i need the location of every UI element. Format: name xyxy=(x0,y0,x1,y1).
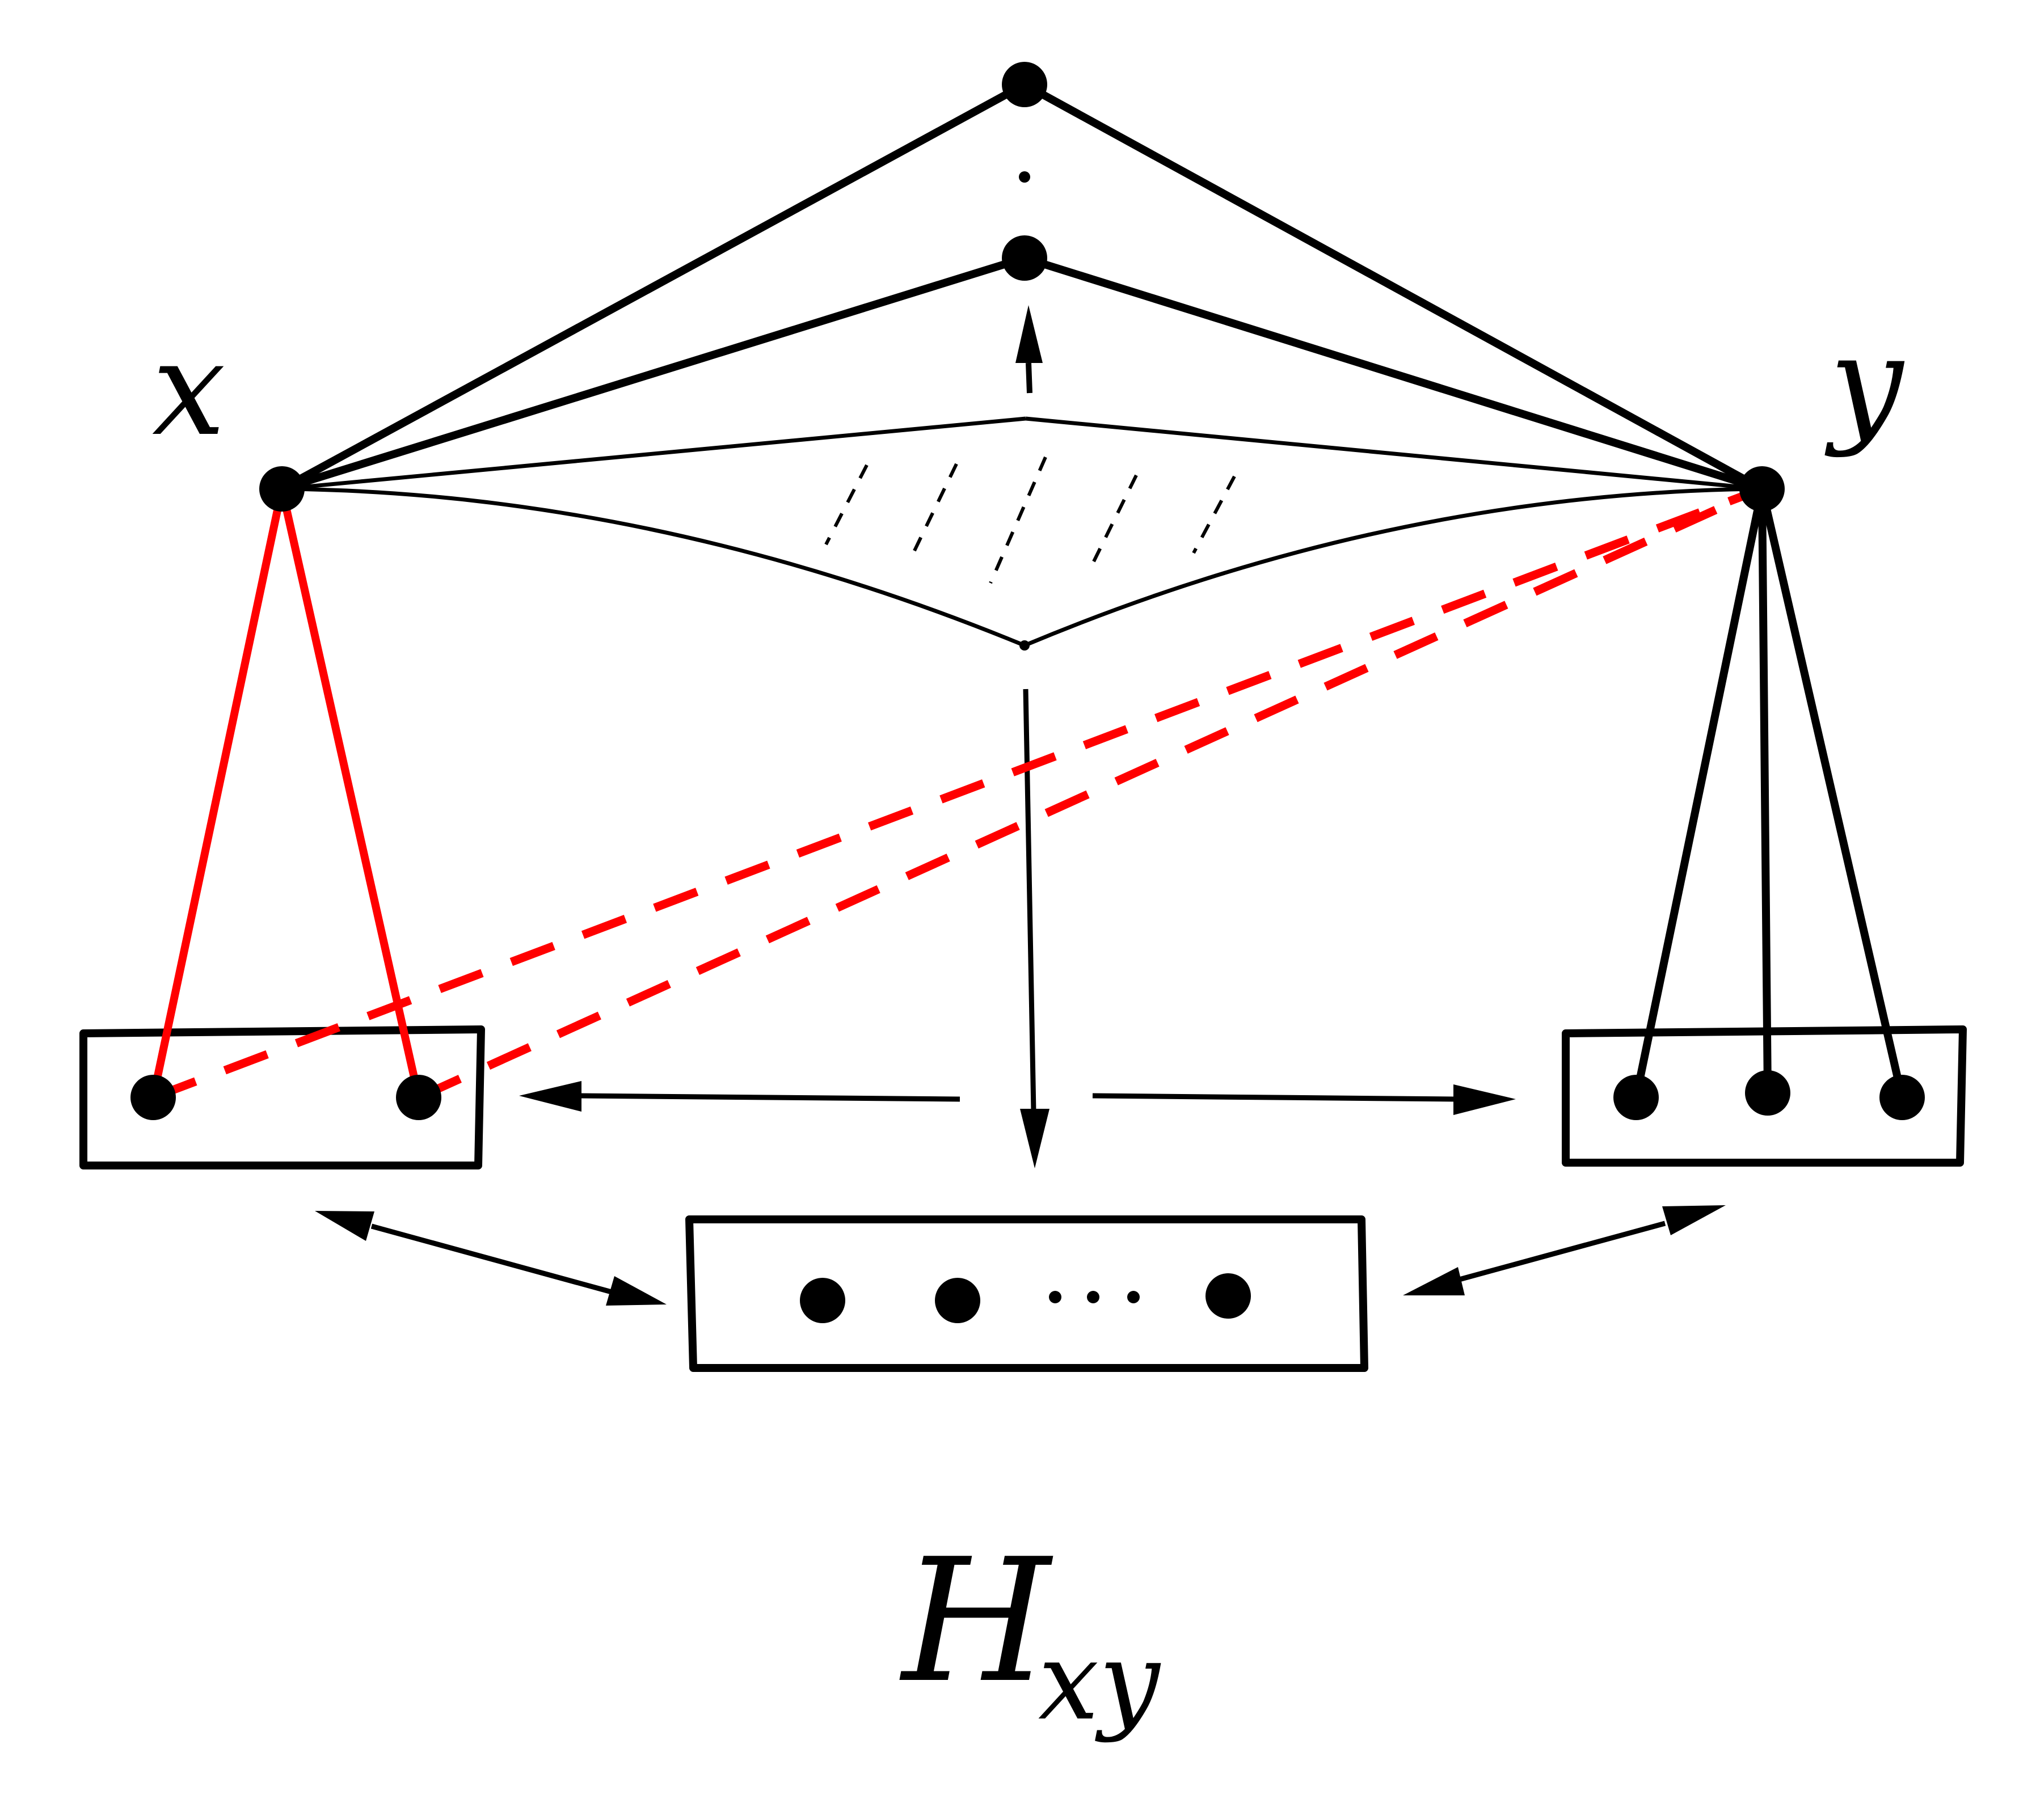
edge-y-top xyxy=(1021,81,1766,493)
vertex-mid-bottom xyxy=(1019,640,1030,651)
vertex-upper xyxy=(1002,235,1047,281)
arrow-double-right-head-b xyxy=(1662,1205,1726,1235)
edge-x-left-1 xyxy=(149,485,286,1101)
bottom-box xyxy=(685,1215,1368,1372)
hatch-line xyxy=(1092,474,1138,563)
vertex-left-box-2 xyxy=(396,1075,441,1120)
vertex-x xyxy=(259,466,305,512)
edges-y-to-right-box xyxy=(1632,485,1906,1101)
arrow-left-shaft xyxy=(578,1093,960,1102)
ellipsis-dot xyxy=(1087,1291,1099,1303)
vertex-bottom-box-3 xyxy=(1206,1273,1251,1319)
arrow-right-shaft xyxy=(1092,1093,1456,1102)
hatch-line xyxy=(989,456,1047,584)
arrow-double-left xyxy=(315,1211,667,1306)
hatch-line xyxy=(1192,475,1236,554)
hatch-line xyxy=(824,464,869,546)
vertices xyxy=(130,62,1925,1323)
arrow-down xyxy=(1020,689,1049,1168)
edges-x-to-left-box xyxy=(149,485,423,1101)
edge-y-right-3 xyxy=(1758,485,1906,1101)
boxes xyxy=(79,1025,1967,1372)
arrow-up-shaft xyxy=(1026,362,1032,394)
ellipsis-dot xyxy=(1127,1291,1140,1303)
arrow-double-left-head-b xyxy=(606,1276,667,1306)
arrow-double-right xyxy=(1403,1205,1726,1295)
top-edges xyxy=(278,81,1766,493)
curve-y-mid-bottom xyxy=(1023,487,1763,648)
label-x: x xyxy=(152,314,226,465)
edge-y-right-1 xyxy=(1632,485,1766,1101)
arrow-double-right-head-a xyxy=(1403,1267,1465,1295)
edge-y-upper xyxy=(1021,254,1766,493)
arrow-double-left-shaft xyxy=(370,1223,613,1295)
vertex-bottom-box-2 xyxy=(935,1278,980,1323)
arrow-left xyxy=(519,1081,960,1112)
vertex-bottom-box-1 xyxy=(800,1278,845,1323)
arrow-down-shaft xyxy=(1023,689,1036,1112)
dashed-edge-left2-y xyxy=(416,485,1764,1101)
arrow-double-left-head-a xyxy=(315,1211,374,1241)
vertex-right-box-1 xyxy=(1613,1075,1659,1120)
edge-x-top xyxy=(278,81,1029,493)
vertex-right-box-2 xyxy=(1745,1070,1790,1116)
arrow-double-right-shaft xyxy=(1454,1221,1666,1283)
edge-x-upper xyxy=(278,254,1029,493)
arrow-up xyxy=(1015,305,1043,394)
edge-y-mid-top xyxy=(1025,416,1763,491)
arrow-up-head xyxy=(1015,305,1043,363)
edge-y-right-2 xyxy=(1758,485,1772,1097)
vertex-y xyxy=(1739,466,1785,512)
middle-region xyxy=(281,416,1763,648)
arrow-left-head xyxy=(519,1081,581,1112)
hatch-lines xyxy=(824,456,1236,584)
left-box xyxy=(79,1025,485,1169)
vertex-dot-small xyxy=(1019,171,1030,183)
hatch-line xyxy=(912,463,958,554)
graph-name: H xyxy=(899,1522,1053,1720)
edge-x-mid-top xyxy=(281,416,1026,491)
vertex-left-box-1 xyxy=(130,1075,176,1120)
dashed-edge-left1-y xyxy=(151,484,1764,1102)
arrow-down-head xyxy=(1020,1109,1049,1168)
vertex-top xyxy=(1002,62,1047,107)
dashed-red-edges xyxy=(151,484,1764,1102)
graph-subscript: xy xyxy=(1038,1619,1161,1744)
curve-x-mid-bottom xyxy=(281,487,1026,648)
right-box xyxy=(1562,1025,1967,1167)
ellipsis-dot xyxy=(1049,1291,1061,1303)
vertex-right-box-3 xyxy=(1879,1075,1925,1120)
arrow-right-head xyxy=(1453,1084,1516,1115)
edge-x-left-2 xyxy=(278,485,423,1101)
label-y: y xyxy=(1824,308,1905,459)
arrow-right xyxy=(1092,1084,1516,1115)
